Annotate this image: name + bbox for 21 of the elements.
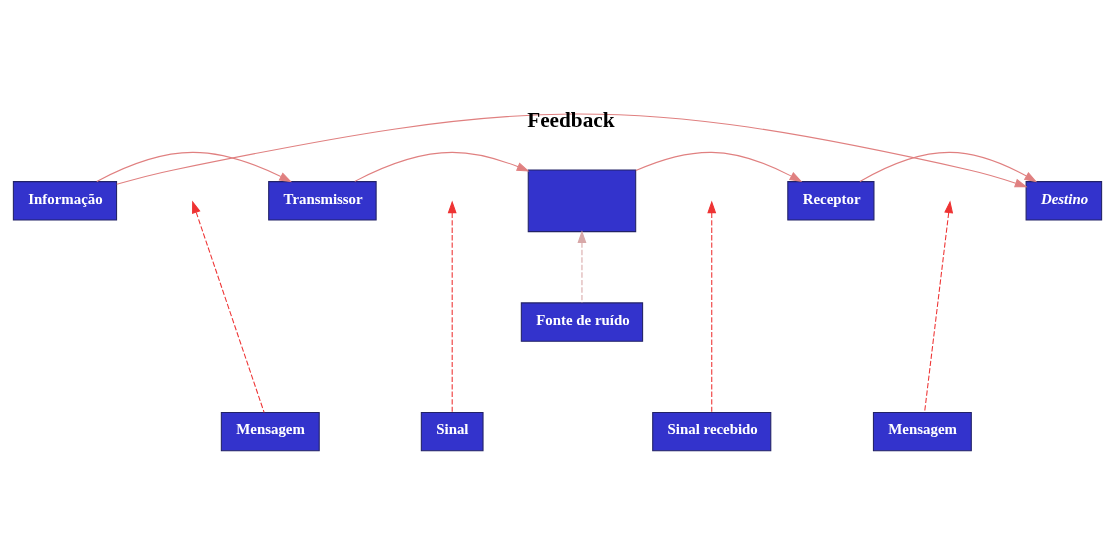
arrow	[354, 151, 530, 182]
node-box: Sinal	[420, 411, 484, 452]
arrow	[635, 151, 803, 183]
edge-label: Feedback	[527, 108, 615, 133]
arrow	[707, 200, 717, 413]
node-box: Sinal recebido	[652, 411, 772, 452]
node-box: Destino	[1025, 181, 1103, 221]
node-box: Receptor	[787, 181, 875, 221]
node-box: Fonte de ruído	[520, 302, 644, 342]
node-box	[527, 169, 637, 233]
node-box: Mensagem	[872, 411, 972, 452]
arrow	[192, 200, 265, 413]
node-box: Informação	[12, 181, 118, 221]
node-box: Mensagem	[220, 411, 320, 452]
arrow	[96, 151, 292, 183]
arrow	[924, 200, 954, 413]
arrow	[859, 151, 1038, 183]
node-box: Transmissor	[268, 181, 377, 221]
arrow	[116, 113, 1028, 188]
arrow	[447, 200, 457, 413]
arrow	[577, 230, 587, 304]
